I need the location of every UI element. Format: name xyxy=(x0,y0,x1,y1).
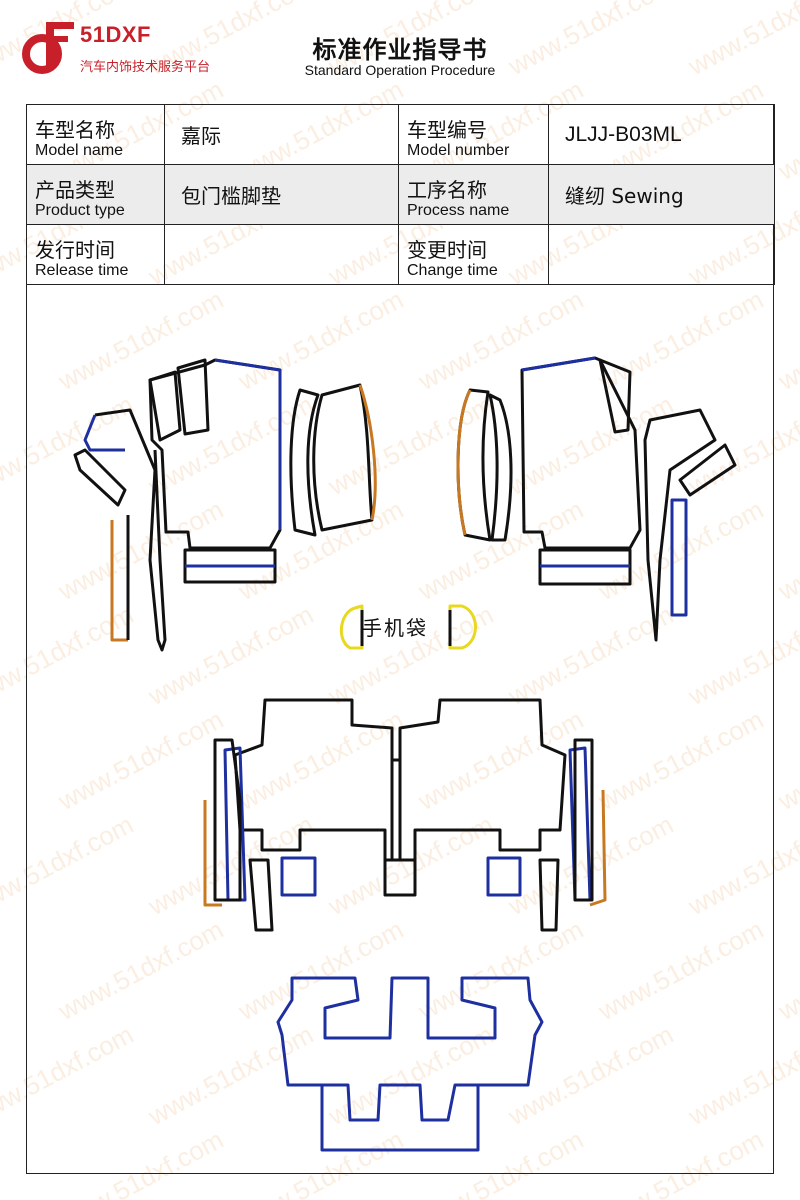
front-left-curved-b-orange xyxy=(358,384,377,521)
model-number-label-zh: 车型编号 xyxy=(407,117,487,142)
watermark-text: www.51dxf.com xyxy=(773,704,800,817)
model-name-value: 嘉际 xyxy=(164,104,399,165)
third-row-mat-group xyxy=(276,976,544,1152)
watermark-text: www.51dxf.com xyxy=(773,284,800,397)
second-row-center-seam xyxy=(383,758,417,897)
model-name-label-zh: 车型名称 xyxy=(35,117,115,142)
second-row-right-block-a xyxy=(486,856,522,897)
second-row-right-mat xyxy=(398,698,567,862)
front-left-mat-blue-edge xyxy=(214,358,282,530)
front-left-vertical-strip xyxy=(110,520,128,642)
third-row-mat xyxy=(276,976,544,1122)
pattern-drawing xyxy=(73,356,737,1152)
front-right-curved-b-orange xyxy=(456,389,472,536)
watermark-text: www.51dxf.com xyxy=(773,74,800,187)
front-left-sill-strip xyxy=(183,548,277,584)
release-time-label: 发行时间 Release time xyxy=(26,224,165,285)
process-name-label-zh: 工序名称 xyxy=(407,177,487,202)
model-number-label: 车型编号 Model number xyxy=(398,104,549,165)
second-row-left-pillar xyxy=(213,738,242,902)
third-row-mat-lower xyxy=(320,1085,480,1152)
phone-pocket-left-bracket xyxy=(339,604,364,650)
front-left-side-piece xyxy=(94,408,167,652)
second-row-right-pillar xyxy=(573,738,594,902)
front-left-flap xyxy=(148,370,182,442)
model-name-label-en: Model name xyxy=(35,141,124,159)
product-type-label-zh: 产品类型 xyxy=(35,177,115,202)
logo-mark-icon xyxy=(22,22,74,74)
watermark-text: www.51dxf.com xyxy=(773,914,800,1027)
phone-pocket-right-bracket xyxy=(448,604,477,650)
change-time-label: 变更时间 Change time xyxy=(398,224,549,285)
front-left-outer xyxy=(73,448,127,507)
product-type-value: 包门槛脚垫 xyxy=(164,164,399,225)
model-number-value: JLJJ-B03ML xyxy=(548,104,775,165)
phone-pocket-dividers xyxy=(360,610,452,646)
change-time-label-zh: 变更时间 xyxy=(407,237,487,262)
front-right-vertical-strip xyxy=(670,498,688,617)
product-type-label: 产品类型 Product type xyxy=(26,164,165,225)
document-subtitle: Standard Operation Procedure xyxy=(304,62,496,78)
release-time-label-en: Release time xyxy=(35,261,129,279)
release-time-value xyxy=(164,224,399,285)
second-row-left-outer xyxy=(223,746,247,902)
info-row-time: 发行时间 Release time 变更时间 Change time xyxy=(26,224,775,285)
brand-name: 51DXF xyxy=(80,22,151,47)
front-right-curved-a xyxy=(488,393,513,542)
watermark-text: www.51dxf.com xyxy=(773,1124,800,1200)
second-row-left-edge-orange xyxy=(203,800,222,907)
front-right-mat xyxy=(520,356,642,550)
release-time-label-zh: 发行时间 xyxy=(35,237,115,262)
front-right-side-piece xyxy=(643,408,717,642)
process-name-value: 缝纫 Sewing xyxy=(548,164,775,225)
second-row-right-block-b xyxy=(538,858,560,932)
second-row-right-edge-orange xyxy=(589,789,607,907)
watermark-text: www.51dxf.com xyxy=(773,494,800,607)
second-row-left-block-a xyxy=(280,856,317,897)
front-right-mat-group xyxy=(456,356,737,642)
change-time-label-en: Change time xyxy=(407,261,498,279)
change-time-value xyxy=(548,224,775,285)
second-row-left-mat xyxy=(233,698,394,862)
process-name-label-en: Process name xyxy=(407,201,510,219)
info-row-model: 车型名称 Model name 嘉际 车型编号 Model number JLJ… xyxy=(26,104,775,165)
model-name-label: 车型名称 Model name xyxy=(26,104,165,165)
process-name-label: 工序名称 Process name xyxy=(398,164,549,225)
front-right-sill-strip xyxy=(538,548,632,586)
front-right-mat-blue-edge xyxy=(521,356,596,372)
second-row-right-outer xyxy=(568,746,592,902)
model-number-label-en: Model number xyxy=(407,141,510,159)
front-left-flap-2 xyxy=(176,358,210,436)
second-row-left-block-b xyxy=(248,858,274,932)
document-title: 标准作业指导书 xyxy=(312,36,488,64)
front-left-mat-group xyxy=(73,358,377,652)
brand-tagline: 汽车内饰技术服务平台 xyxy=(80,60,211,75)
front-left-curved-b xyxy=(312,383,374,532)
watermark-text: www.51dxf.com xyxy=(683,0,800,82)
phone-pocket-group xyxy=(339,604,477,650)
info-row-product: 产品类型 Product type 包门槛脚垫 工序名称 Process nam… xyxy=(26,164,775,225)
second-row-mat-group xyxy=(203,698,607,932)
front-left-curved-a xyxy=(289,388,320,537)
front-left-side-blue xyxy=(83,414,125,452)
product-type-label-en: Product type xyxy=(35,201,125,219)
front-left-mat xyxy=(148,358,282,550)
front-right-outer xyxy=(678,443,737,497)
phone-pocket-label: 手机袋 xyxy=(362,616,428,640)
front-right-flap xyxy=(598,358,632,434)
brand-logo: 51DXF 汽车内饰技术服务平台 xyxy=(22,18,252,78)
info-table: 车型名称 Model name 嘉际 车型编号 Model number JLJ… xyxy=(26,104,775,285)
